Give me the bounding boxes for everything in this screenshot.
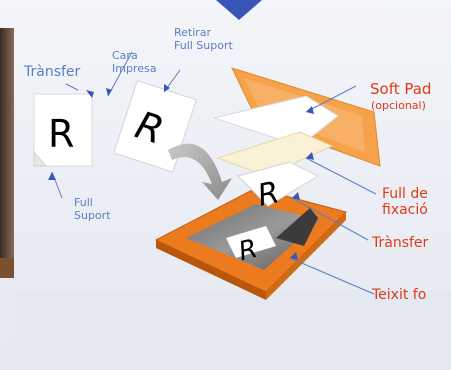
teixit-label: Teixit fo <box>372 287 426 303</box>
retirar-full-suport-label: Retirar Full Suport <box>174 26 233 52</box>
transfer-sheet: R <box>34 94 92 166</box>
cara-impresa-label: Cara Impresa <box>112 49 156 75</box>
transfer-layer-label: Trànsfer <box>372 235 428 251</box>
soft-pad-label: Soft Pad <box>370 80 431 98</box>
transfer-title-label: Trànsfer <box>24 64 80 80</box>
opcional-label: (opcional) <box>371 99 426 112</box>
photo-strip <box>0 28 14 258</box>
transfer-letter: R <box>48 112 74 156</box>
full-fixacio-label: Full de fixació <box>382 186 428 218</box>
photo-strip-lower <box>0 258 14 278</box>
full-suport-label: Full Suport <box>74 196 111 222</box>
